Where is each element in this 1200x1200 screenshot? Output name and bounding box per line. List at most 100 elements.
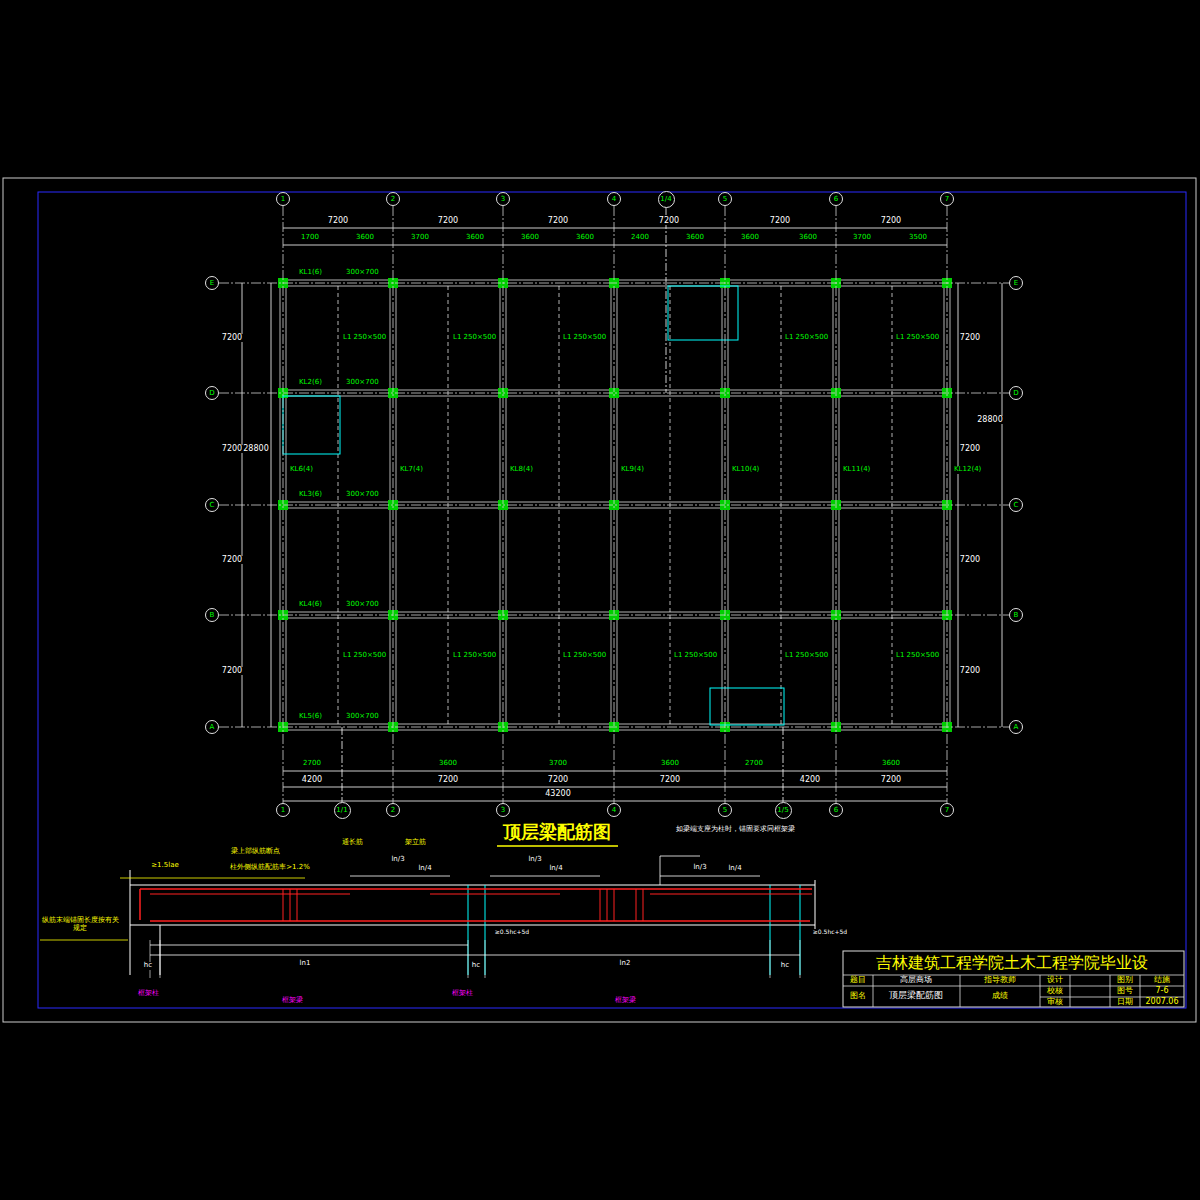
drawing-label: 7200 bbox=[658, 217, 680, 226]
axis-line bbox=[725, 206, 726, 803]
stirrup bbox=[643, 889, 644, 921]
drawing-label: ≥1.5lae bbox=[150, 862, 180, 870]
table-line bbox=[1040, 975, 1041, 1007]
axis-bubble: 1 bbox=[276, 192, 290, 206]
axis-bubble: 1/4 bbox=[658, 191, 675, 208]
drawing-label: KL6(4) bbox=[289, 466, 314, 474]
axis-label: 1/4 bbox=[660, 196, 671, 203]
drawing-label: 7200 bbox=[959, 556, 981, 565]
drawing-label: 300×700 bbox=[345, 269, 380, 277]
dim-line bbox=[150, 955, 800, 956]
axis-label: 1 bbox=[281, 807, 285, 814]
axis-label: A bbox=[210, 724, 215, 731]
drawing-label: 2007.06 bbox=[1144, 998, 1179, 1007]
table-line bbox=[1070, 975, 1071, 1007]
stirrup bbox=[283, 889, 284, 921]
axis-bubble: 5 bbox=[718, 803, 732, 817]
opening bbox=[710, 688, 784, 725]
dim-line bbox=[283, 228, 947, 229]
drawing-label: 300×700 bbox=[345, 379, 380, 387]
drawing-label: L1 250×500 bbox=[895, 334, 940, 342]
drawing-label: 7200 bbox=[327, 217, 349, 226]
dim-line bbox=[150, 945, 468, 946]
drawing-label: 通长筋 bbox=[341, 839, 364, 847]
drawing-label: 7200 bbox=[221, 667, 243, 676]
drawing-label: 框架柱 bbox=[451, 990, 474, 998]
drawing-label: 7200 bbox=[221, 334, 243, 343]
axis-bubble: 7 bbox=[940, 803, 954, 817]
axis-line bbox=[614, 206, 615, 803]
axis-line bbox=[219, 505, 1009, 506]
rebar bbox=[150, 920, 810, 922]
drawing-label: 顶层梁配筋图 bbox=[888, 991, 944, 1001]
rebar bbox=[140, 888, 812, 890]
drawing-label: ≥0.5hc+5d bbox=[494, 929, 530, 936]
drawing-label: 3600 bbox=[575, 234, 595, 242]
drawing-label: ln2 bbox=[619, 960, 632, 968]
axis-label: 6 bbox=[834, 807, 838, 814]
axis-label: 4 bbox=[612, 807, 616, 814]
axis-bubble: D bbox=[1009, 386, 1023, 400]
axis-bubble: B bbox=[1009, 608, 1023, 622]
axis-label: C bbox=[210, 502, 215, 509]
drawing-label: KL10(4) bbox=[731, 466, 760, 474]
drawing-label: 3600 bbox=[465, 234, 485, 242]
drawing-label: 7200 bbox=[547, 217, 569, 226]
beam-outline bbox=[130, 885, 815, 886]
drawing-label: 纵筋末端锚固长度按有关规定 bbox=[40, 917, 120, 932]
dim-line bbox=[490, 876, 600, 877]
drawing-label: 题目 bbox=[849, 976, 867, 985]
drawing-label: 3700 bbox=[410, 234, 430, 242]
axis-line bbox=[283, 206, 284, 803]
drawing-label: 7200 bbox=[769, 217, 791, 226]
drawing-label: 日期 bbox=[1116, 998, 1134, 1007]
axis-bubble: B bbox=[205, 608, 219, 622]
table-line bbox=[960, 975, 961, 1007]
dim-line bbox=[350, 876, 450, 877]
drawing-label: hc bbox=[143, 962, 153, 970]
title-block bbox=[843, 951, 1184, 1007]
axis-label: 3 bbox=[501, 807, 505, 814]
drawing-label: 3700 bbox=[852, 234, 872, 242]
drawing-label: ln/4 bbox=[417, 865, 432, 873]
drawing-label: 4200 bbox=[799, 776, 821, 785]
axis-bubble: 1 bbox=[276, 803, 290, 817]
drawing-label: 指导教师 bbox=[983, 976, 1017, 985]
axis-label: 2 bbox=[391, 807, 395, 814]
drawing-label: KL11(4) bbox=[842, 466, 871, 474]
stirrup bbox=[290, 889, 291, 921]
axis-bubble: E bbox=[1009, 276, 1023, 290]
drawing-label: 3600 bbox=[881, 760, 901, 768]
drawing-label: 1700 bbox=[300, 234, 320, 242]
drawing-label: ln/3 bbox=[692, 864, 707, 872]
axis-bubble: C bbox=[205, 498, 219, 512]
dim-tick bbox=[468, 940, 469, 978]
drawing-title: 顶层梁配筋图 bbox=[503, 820, 611, 844]
drawing-label: 28800 bbox=[976, 416, 1003, 425]
drawing-label: 7200 bbox=[221, 445, 243, 454]
drawing-label: L1 250×500 bbox=[452, 652, 497, 660]
drawing-label: L1 250×500 bbox=[562, 652, 607, 660]
axis-line bbox=[219, 393, 1009, 394]
drawing-label: KL8(4) bbox=[509, 466, 534, 474]
drawing-label: 结施 bbox=[1153, 976, 1171, 985]
drawing-label: 28800 bbox=[242, 445, 269, 454]
drawing-label: 7200 bbox=[959, 334, 981, 343]
drawing-label: 梁上部纵筋断点 bbox=[230, 848, 281, 856]
drawing-label: KL7(4) bbox=[399, 466, 424, 474]
axis-label: A bbox=[1014, 724, 1019, 731]
axis-label: 1/5 bbox=[777, 807, 788, 814]
drawing-label: KL12(4) bbox=[953, 466, 982, 474]
drawing-label: 审核 bbox=[1046, 998, 1064, 1007]
drawing-label: L1 250×500 bbox=[784, 334, 829, 342]
axis-bubble: 2 bbox=[386, 192, 400, 206]
dim-line bbox=[283, 771, 947, 772]
drawing-label: KL2(6) bbox=[298, 379, 323, 387]
rebar bbox=[139, 889, 141, 920]
axis-bubble: 6 bbox=[829, 192, 843, 206]
break-line bbox=[815, 880, 816, 930]
axis-line bbox=[783, 727, 784, 802]
axis-bubble: A bbox=[205, 720, 219, 734]
drawing-label: 3600 bbox=[798, 234, 818, 242]
